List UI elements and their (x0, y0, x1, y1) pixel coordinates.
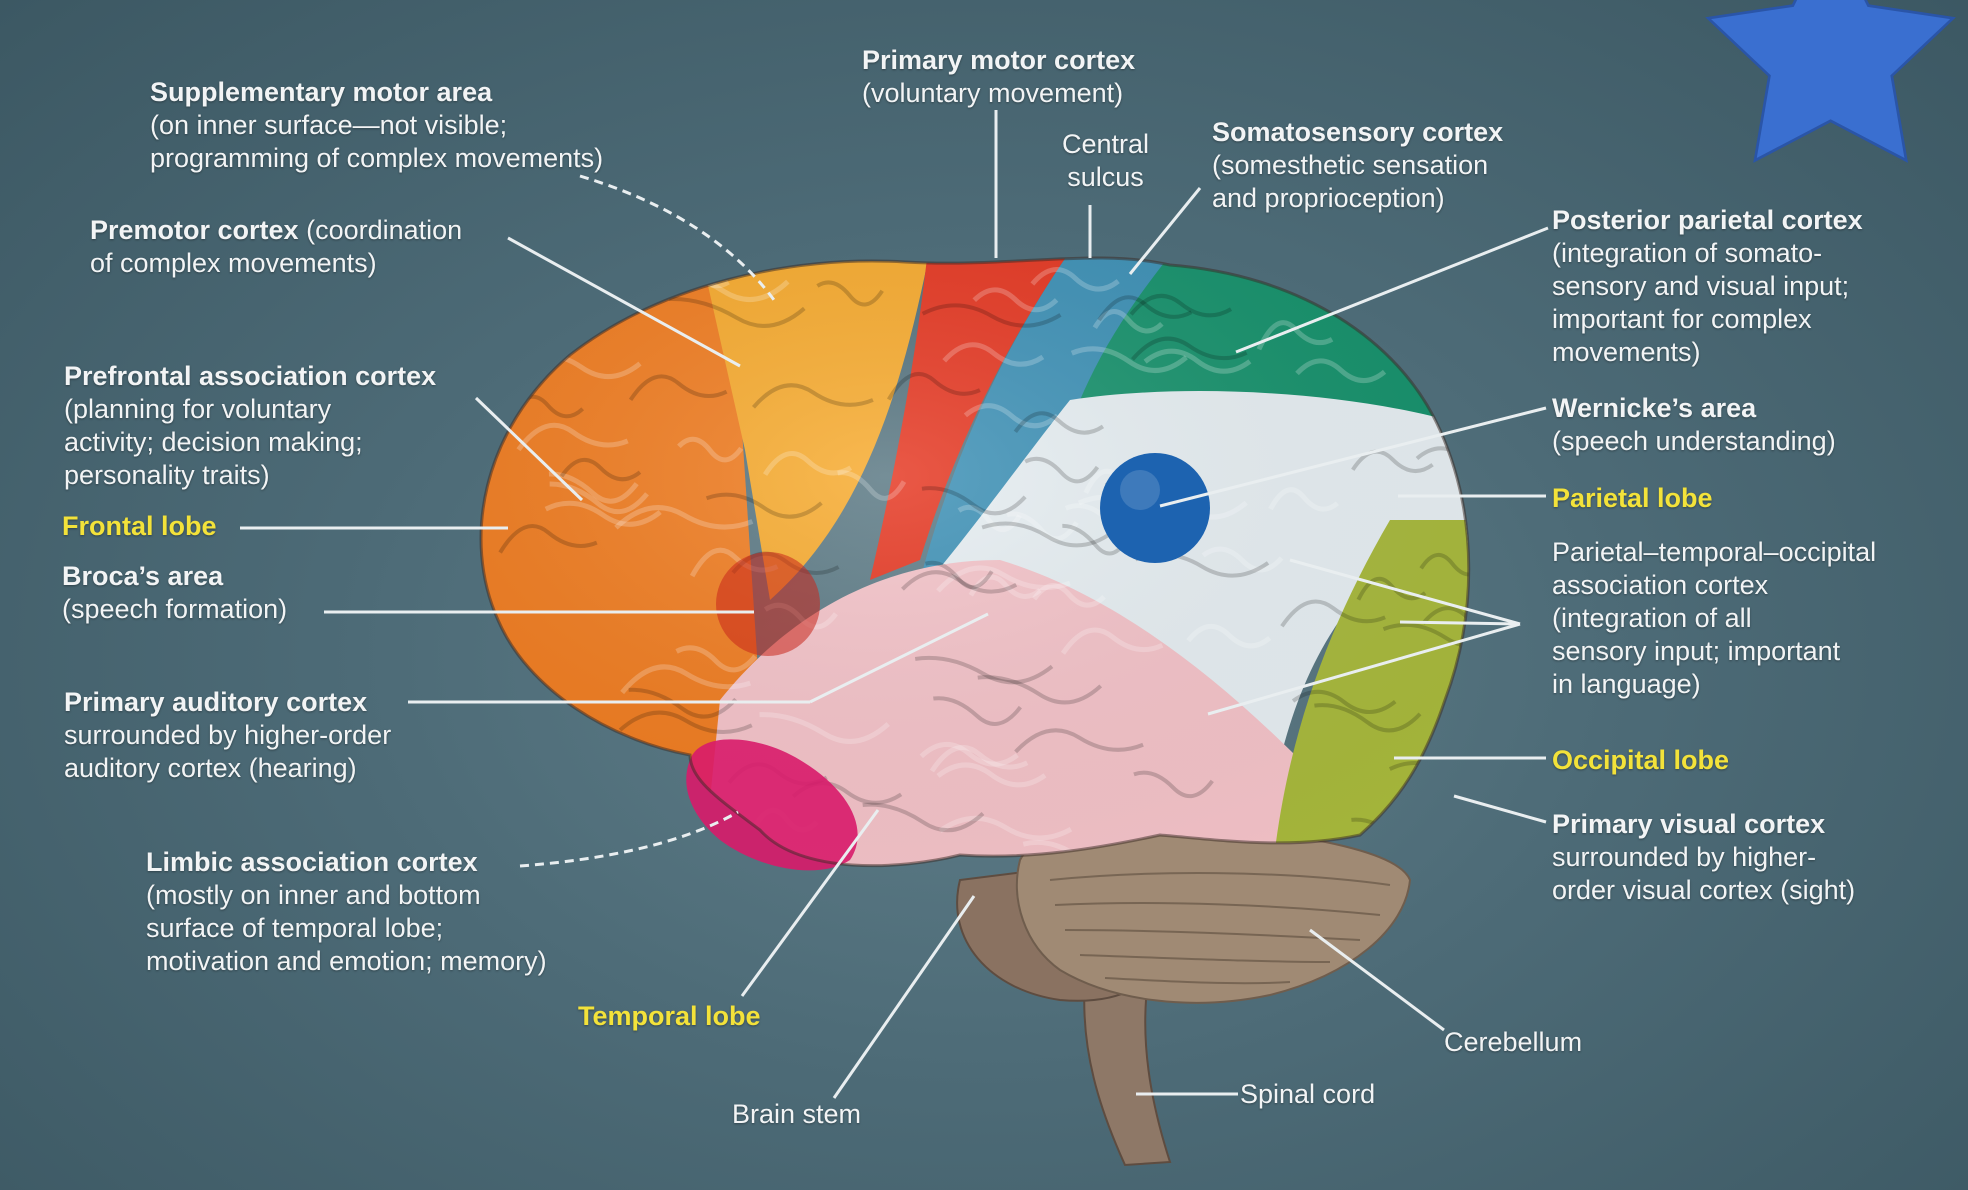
label-premotor-cortex: Premotor cortex (coordination of complex… (90, 214, 462, 280)
prefrontal-name: Prefrontal association cortex (64, 361, 437, 391)
somatosensory-desc-2: and proprioception) (1212, 183, 1445, 213)
label-posterior-parietal-cortex: Posterior parietal cortex (integration o… (1552, 204, 1863, 369)
dashed-leader-lines (519, 174, 776, 868)
premotor-inline: (coordination (298, 215, 463, 245)
supplementary-desc-1: (on inner surface—not visible; (150, 110, 508, 140)
spinal-cord-shape (1083, 979, 1172, 1167)
primary-motor-desc: (voluntary movement) (862, 78, 1124, 108)
supplementary-name: Supplementary motor area (150, 77, 493, 107)
label-spinal-cord: Spinal cord (1240, 1079, 1376, 1109)
label-central-sulcus: Central sulcus (1062, 128, 1149, 194)
label-parietal-temporal-occipital-cortex: Parietal–temporal–occipital association … (1552, 536, 1876, 701)
central-sulcus-line-1: Central (1062, 129, 1150, 159)
leader-lines (240, 110, 1549, 1099)
cerebrum-outline (479, 256, 1471, 868)
posterior-parietal-desc-3: important for complex (1552, 304, 1812, 334)
prefrontal-desc-2: activity; decision making; (64, 427, 363, 457)
label-brain-stem: Brain stem (732, 1099, 862, 1129)
primary-auditory-desc-1: surrounded by higher-order (64, 720, 392, 750)
limbic-region (686, 739, 858, 871)
label-somatosensory-cortex: Somatosensory cortex (somesthetic sensat… (1212, 116, 1503, 215)
limbic-desc-2: surface of temporal lobe; (146, 913, 444, 943)
label-limbic-association-cortex: Limbic association cortex (mostly on inn… (146, 846, 547, 978)
limbic-desc-3: motivation and emotion; memory) (146, 946, 547, 976)
supplementary-desc-2: programming of complex movements) (150, 143, 604, 173)
posterior-parietal-desc-4: movements) (1552, 337, 1701, 367)
label-supplementary-motor-area: Supplementary motor area (on inner surfa… (150, 76, 603, 175)
label-temporal-lobe: Temporal lobe (578, 1001, 761, 1031)
primary-visual-desc-1: surrounded by higher- (1552, 842, 1817, 872)
prefrontal-desc-3: personality traits) (64, 460, 270, 490)
label-prefrontal-association-cortex: Prefrontal association cortex (planning … (64, 360, 436, 492)
label-parietal-lobe: Parietal lobe (1552, 483, 1713, 513)
premotor-name: Premotor cortex (90, 215, 299, 245)
label-primary-motor-cortex: Primary motor cortex (voluntary movement… (862, 44, 1135, 110)
broca-desc: (speech formation) (62, 594, 288, 624)
wernicke-area (1100, 453, 1210, 563)
limbic-name: Limbic association cortex (146, 847, 478, 877)
broca-area (716, 552, 820, 656)
limbic-desc-1: (mostly on inner and bottom (146, 880, 481, 910)
wernicke-desc: (speech understanding) (1552, 426, 1836, 456)
wernicke-name: Wernicke’s area (1552, 393, 1757, 423)
posterior-parietal-name: Posterior parietal cortex (1552, 205, 1863, 235)
label-primary-auditory-cortex: Primary auditory cortex surrounded by hi… (64, 686, 391, 785)
pto-name-2: association cortex (1552, 570, 1769, 600)
central-sulcus-line-2: sulcus (1067, 162, 1144, 192)
primary-motor-name: Primary motor cortex (862, 45, 1136, 75)
primary-visual-name: Primary visual cortex (1552, 809, 1826, 839)
star-icon (1705, 0, 1956, 163)
primary-auditory-desc-2: auditory cortex (hearing) (64, 753, 357, 783)
somatosensory-name: Somatosensory cortex (1212, 117, 1504, 147)
label-brocas-area: Broca’s area (speech formation) (62, 560, 287, 626)
cerebellum-folds (1049, 872, 1391, 985)
broca-name: Broca’s area (62, 561, 224, 591)
posterior-parietal-desc-2: sensory and visual input; (1552, 271, 1850, 301)
posterior-parietal-desc-1: (integration of somato- (1552, 238, 1823, 268)
primary-auditory-name: Primary auditory cortex (64, 687, 368, 717)
label-cerebellum: Cerebellum (1444, 1027, 1583, 1057)
pto-desc-3: in language) (1552, 669, 1701, 699)
pto-desc-1: (integration of all (1552, 603, 1752, 633)
somatosensory-desc-1: (somesthetic sensation (1212, 150, 1489, 180)
pto-name-1: Parietal–temporal–occipital (1552, 537, 1877, 567)
label-wernickes-area: Wernicke’s area (speech understanding) (1552, 392, 1836, 458)
label-frontal-lobe: Frontal lobe (62, 511, 217, 541)
premotor-desc: of complex movements) (90, 248, 377, 278)
label-primary-visual-cortex: Primary visual cortex surrounded by high… (1552, 808, 1855, 907)
primary-visual-desc-2: order visual cortex (sight) (1552, 875, 1856, 905)
label-occipital-lobe: Occipital lobe (1552, 745, 1730, 775)
pto-desc-2: sensory input; important (1552, 636, 1841, 666)
prefrontal-desc-1: (planning for voluntary (64, 394, 332, 424)
